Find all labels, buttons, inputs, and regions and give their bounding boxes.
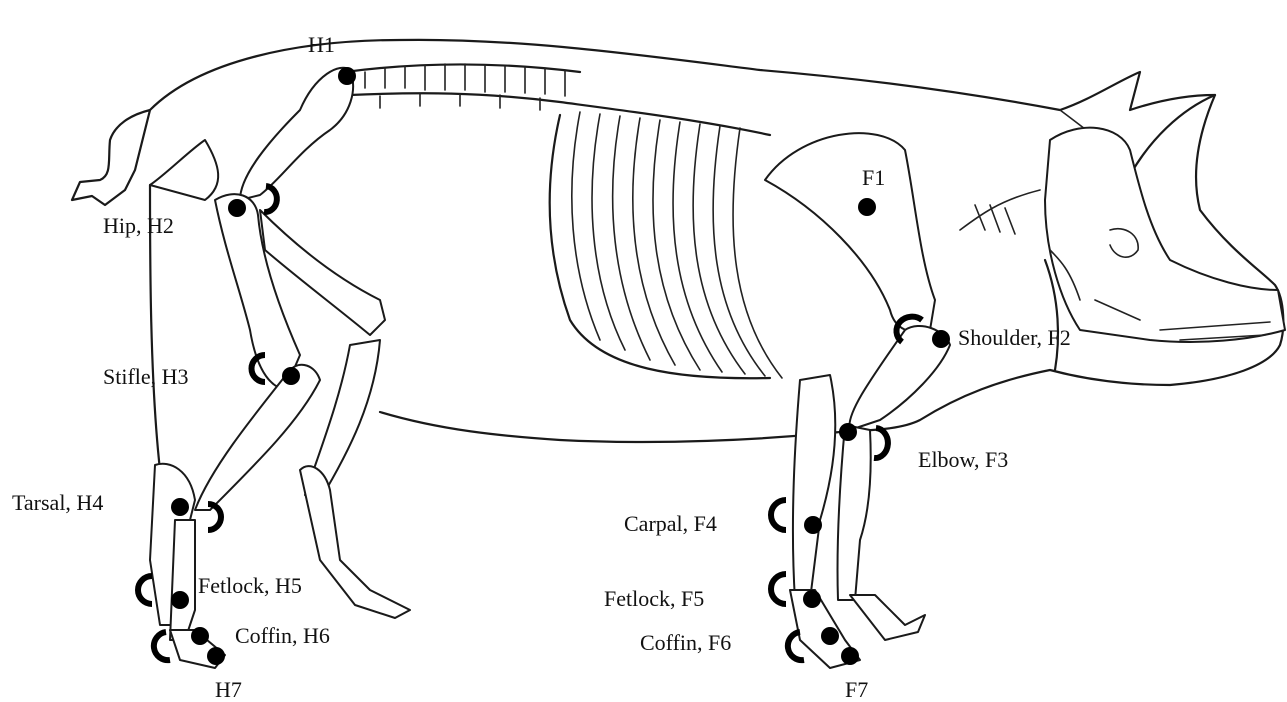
label-h7: H7 [215,677,242,702]
coffin-h-rotation-arrow [154,632,170,660]
fetlock-h-rotation-arrow [138,576,152,604]
label-coffin-h: Coffin, H6 [235,623,330,648]
joint-dot-h7 [207,647,225,665]
label-f1: F1 [862,165,885,190]
carpal-rotation-arrow [771,500,786,530]
joint-dot-f1 [858,198,876,216]
joint-dot-h6 [191,627,209,645]
label-tarsal: Tarsal, H4 [12,490,103,515]
joint-dot-h4 [171,498,189,516]
label-fetlock-f: Fetlock, F5 [604,586,704,611]
label-stifle: Stifle, H3 [103,364,189,389]
joint-dot-f2 [932,330,950,348]
front-leg [765,133,1040,668]
label-carpal: Carpal, F4 [624,511,717,536]
label-f7: F7 [845,677,868,702]
fetlock-f-rotation-arrow [771,574,786,604]
joint-dot-h2 [228,199,246,217]
skull [1045,128,1285,342]
joint-dot-h1 [338,67,356,85]
joint-dot-h3 [282,367,300,385]
elbow-rotation-arrow [874,428,888,458]
joint-dot-f3 [839,423,857,441]
rib-cage [550,112,782,378]
joint-dot-f7 [841,647,859,665]
label-shoulder: Shoulder, F2 [958,325,1071,350]
label-hip: Hip, H2 [103,213,174,238]
label-h1: H1 [308,32,335,57]
label-fetlock-h: Fetlock, H5 [198,573,302,598]
joint-dot-f6 [821,627,839,645]
joint-dot-h5 [171,591,189,609]
label-elbow: Elbow, F3 [918,447,1008,472]
label-coffin-f: Coffin, F6 [640,630,731,655]
joint-dot-f5 [803,590,821,608]
joint-dot-f4 [804,516,822,534]
